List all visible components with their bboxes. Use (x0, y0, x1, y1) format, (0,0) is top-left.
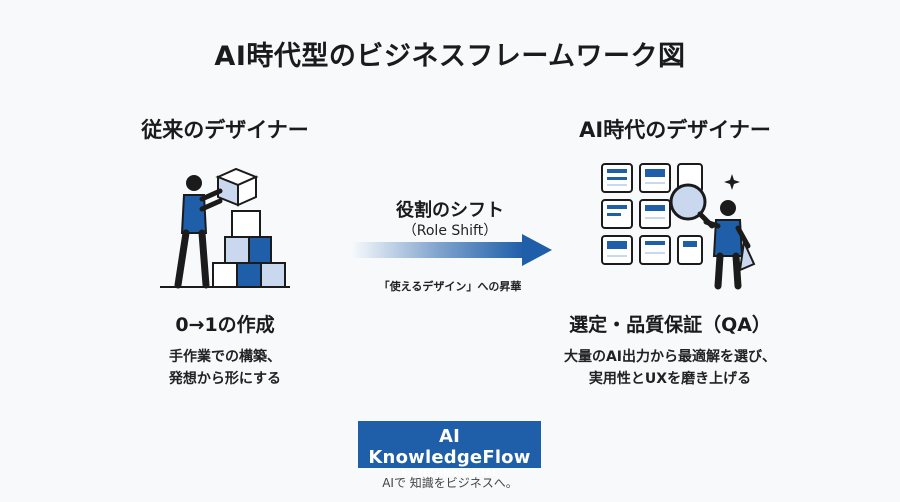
traditional-description-line2: 発想から形にする (168, 371, 282, 387)
page-title: AI時代型のビジネスフレームワーク図 (214, 41, 686, 72)
traditional-designer-heading: 従来のデザイナー (141, 118, 309, 142)
ai-era-designer-heading: AI時代のデザイナー (579, 118, 771, 142)
right-arrow-icon (352, 234, 552, 266)
role-shift-label: 役割のシフト (396, 200, 504, 221)
brand-tagline: AIで 知識をビジネスへ。 (382, 476, 518, 490)
person-magnifier-inspecting-cards-icon (601, 163, 756, 290)
traditional-description-line1: 手作業での構築、 (169, 349, 281, 365)
ai-era-description-line2: 実用性とUXを磨き上げる (588, 371, 752, 387)
ai-era-description-line1: 大量のAI出力から最適解を選び、 (563, 349, 777, 365)
traditional-designer-description: 手作業での構築、 発想から形にする (100, 346, 350, 390)
ai-era-designer-subheading: 選定・品質保証（QA） (569, 314, 771, 336)
ai-era-designer-description: 大量のAI出力から最適解を選び、 実用性とUXを磨き上げる (520, 346, 820, 390)
role-shift-label-en: （Role Shift） (402, 223, 498, 239)
person-stacking-blocks-icon (160, 167, 290, 289)
logo-byline: by TECHNODIGITAL (401, 469, 498, 479)
role-shift-note: 「使えるデザイン」への昇華 (378, 280, 522, 293)
traditional-designer-subheading: 0→1の作成 (175, 314, 275, 336)
logo-name: AI KnowledgeFlow (368, 426, 531, 468)
brand-logo: AI KnowledgeFlow by TECHNODIGITAL (358, 421, 541, 479)
